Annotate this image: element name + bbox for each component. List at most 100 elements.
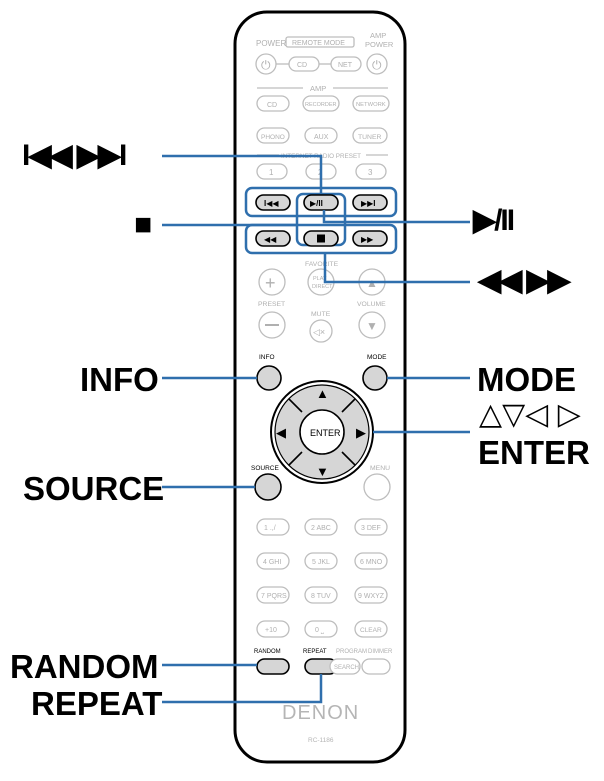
play-pause-callout: ▶/II xyxy=(473,204,515,237)
skip-callout: I◀◀ ▶▶I xyxy=(22,139,127,172)
info-key-label: INFO xyxy=(259,354,275,361)
search-group-frame xyxy=(244,223,398,255)
cursor-left-icon[interactable]: ◀ xyxy=(276,425,286,440)
preset-1-button[interactable] xyxy=(256,163,288,180)
tuner-label: TUNER xyxy=(358,134,382,141)
phono-label: PHONO xyxy=(261,134,285,141)
search-key-label: SEARCH xyxy=(334,665,359,671)
amp-power-icon: ⏻ xyxy=(372,58,382,72)
num-key-0-label: 0 ⎵ xyxy=(315,627,324,634)
remote-mode-label: REMOTE MODE xyxy=(292,40,345,47)
skip-back-button[interactable] xyxy=(255,194,291,211)
stop-icon xyxy=(317,234,325,243)
num-key-3[interactable] xyxy=(354,518,388,536)
clear-button[interactable] xyxy=(354,620,388,638)
num-key-7[interactable] xyxy=(256,586,290,604)
rewind-button[interactable] xyxy=(255,230,291,247)
program-button[interactable] xyxy=(329,658,361,675)
info-button[interactable] xyxy=(256,365,282,391)
mode-button[interactable] xyxy=(362,365,388,391)
rewind-icon: ◀◀ xyxy=(264,235,277,244)
source-button[interactable] xyxy=(254,473,282,501)
enter-callout: ENTER xyxy=(478,434,590,471)
cursor-right-icon[interactable]: ▶ xyxy=(356,425,366,440)
network-label: NETWORK xyxy=(356,102,386,108)
cursor-callout: △▽◁ ▷ xyxy=(479,397,581,432)
cd-mode-label: CD xyxy=(297,62,307,69)
skip-forward-button[interactable] xyxy=(352,194,388,211)
menu-button[interactable] xyxy=(363,473,391,501)
num-key-4-label: 4 GHI xyxy=(263,559,281,566)
volume-down-icon: ▼ xyxy=(366,319,378,333)
plus-icon: + xyxy=(265,273,276,293)
phono-button[interactable] xyxy=(256,127,290,144)
cd-label: CD xyxy=(267,102,277,109)
tuner-button[interactable] xyxy=(352,127,388,144)
num-key-9-label: 9 WXYZ xyxy=(358,593,385,600)
dimmer-button[interactable] xyxy=(361,658,391,675)
source-key-label: SOURCE xyxy=(251,465,279,472)
stop-callout: ■ xyxy=(134,208,152,241)
power-label: POWER xyxy=(256,39,286,48)
num-key-1[interactable] xyxy=(256,518,290,536)
mode-callout: MODE xyxy=(477,361,576,398)
num-key-1-label: 1 .,/ xyxy=(264,525,276,532)
favorite-play-direct-label: PLAY xyxy=(313,276,327,282)
repeat-callout: REPEAT xyxy=(31,685,163,722)
random-key-label: RANDOM xyxy=(254,649,281,655)
preset-minus-button[interactable] xyxy=(258,311,286,339)
amp-power-button[interactable] xyxy=(366,53,388,75)
aux-button[interactable] xyxy=(304,127,338,144)
num-key-plus10[interactable] xyxy=(256,620,290,638)
recorder-label: RECORDER xyxy=(305,102,337,108)
num-key-6[interactable] xyxy=(354,552,388,570)
num-key-8[interactable] xyxy=(304,586,338,604)
mute-button[interactable] xyxy=(309,319,333,343)
enter-key-label: ENTER xyxy=(310,428,341,438)
brand-logo: DENON xyxy=(282,702,359,724)
repeat-key-label: REPEAT xyxy=(303,649,327,655)
num-key-plus10-label: +10 xyxy=(265,627,277,634)
volume-down-button[interactable] xyxy=(358,311,386,339)
network-button[interactable] xyxy=(352,95,390,112)
search-leader-line xyxy=(323,253,470,284)
amp-label: AMP xyxy=(310,84,326,93)
fast-forward-icon: ▶▶ xyxy=(361,235,374,244)
volume-plus-button[interactable] xyxy=(258,268,286,296)
num-key-2-label: 2 ABC xyxy=(311,525,331,532)
mute-icon: ◁× xyxy=(313,327,325,337)
enter-button[interactable] xyxy=(299,409,345,455)
skip-leader-line xyxy=(162,154,323,194)
dimmer-label: DIMMER xyxy=(368,649,393,655)
amp-power-label-2: POWER xyxy=(365,40,394,49)
recorder-button[interactable] xyxy=(302,95,340,112)
num-key-7-label: 7 PQRS xyxy=(261,593,287,600)
random-button[interactable] xyxy=(256,658,290,675)
num-key-5[interactable] xyxy=(304,552,338,570)
num-key-6-label: 6 MNO xyxy=(360,559,383,566)
volume-label: VOLUME xyxy=(357,301,386,308)
play-pause-button[interactable] xyxy=(303,194,339,211)
favorite-label: FAVORITE xyxy=(305,261,339,268)
cursor-down-icon[interactable]: ▼ xyxy=(316,464,329,479)
search-callout: ◀◀ ▶▶ xyxy=(478,264,571,297)
preset-1-label: 1 xyxy=(269,168,274,177)
num-key-0[interactable] xyxy=(304,620,338,638)
source-callout: SOURCE xyxy=(23,470,165,507)
num-key-9[interactable] xyxy=(354,586,388,604)
num-key-2[interactable] xyxy=(304,518,338,536)
cursor-up-icon[interactable]: ▲ xyxy=(316,386,329,401)
preset-label: PRESET xyxy=(258,301,285,308)
skip-back-icon: I◀◀ xyxy=(264,199,279,208)
preset-3-button[interactable] xyxy=(355,163,387,180)
play-pause-leader-line xyxy=(322,210,470,224)
net-mode-button[interactable] xyxy=(330,56,362,72)
num-key-8-label: 8 TUV xyxy=(311,593,331,600)
skip-forward-icon: ▶▶I xyxy=(361,199,376,208)
cd-button[interactable] xyxy=(256,95,290,112)
remote-mode-frame xyxy=(285,36,355,48)
fast-forward-button[interactable] xyxy=(352,230,388,247)
num-key-4[interactable] xyxy=(256,552,290,570)
